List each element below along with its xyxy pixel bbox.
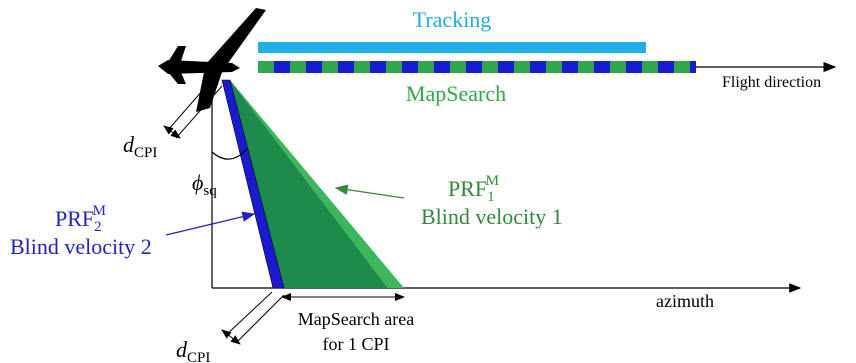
- mapsearch-bar-segment: [674, 61, 690, 73]
- mapsearch-bar-segment: [562, 61, 578, 73]
- prf2-label: PRF2M: [55, 203, 106, 235]
- mapsearch-bar-segment: [322, 61, 338, 73]
- mapsearch-bar-segment: [290, 61, 306, 73]
- mapsearch-bar-segment: [354, 61, 370, 73]
- tracking-bar: [258, 42, 646, 53]
- prf2-pointer-arrow: [165, 211, 256, 236]
- mapsearch-bar-segment: [658, 61, 674, 73]
- d-cpi-bottom-label: dCPI: [176, 337, 210, 363]
- mapsearch-bar-segment: [482, 61, 498, 73]
- mapsearch-bar-segment: [642, 61, 658, 73]
- mapsearch-bar-segment: [418, 61, 434, 73]
- d-cpi-top-dim: [163, 125, 181, 139]
- prf1-label: PRF1M: [448, 173, 499, 205]
- prf1-beam-light: [230, 80, 404, 288]
- mapsearch-area-line2: for 1 CPI: [323, 334, 390, 354]
- mapsearch-bar-segment: [274, 61, 290, 73]
- prf1-description: Blind velocity 1: [421, 204, 563, 229]
- phi-sq-label: ϕsq: [192, 170, 217, 199]
- d-cpi-bottom-ext1: [225, 291, 273, 336]
- mapsearch-label: MapSearch: [406, 81, 506, 106]
- d-cpi-top-ext2: [175, 85, 223, 139]
- mapsearch-bar-segment: [546, 61, 562, 73]
- tracking-label: Tracking: [413, 7, 492, 32]
- azimuth-label: azimuth: [656, 291, 714, 311]
- mapsearch-bar: [258, 61, 696, 73]
- d-cpi-bottom-ext2: [235, 294, 285, 344]
- mapsearch-area-line1: MapSearch area: [298, 309, 414, 329]
- mapsearch-bar-segment: [530, 61, 546, 73]
- mapsearch-bar-segment: [402, 61, 418, 73]
- mapsearch-bar-segment: [610, 61, 626, 73]
- flight-direction-label: Flight direction: [722, 74, 821, 91]
- squint-angle-arc: [211, 147, 249, 160]
- mapsearch-bar-segment: [594, 61, 610, 73]
- prf2-beam: [221, 79, 285, 289]
- mapsearch-bar-segment: [466, 61, 482, 73]
- mapsearch-bar-segment: [626, 61, 642, 73]
- prf2-description: Blind velocity 2: [10, 234, 152, 259]
- mapsearch-bar-segment: [498, 61, 514, 73]
- mapsearch-bar-segment: [338, 61, 354, 73]
- mapsearch-bar-segment: [578, 61, 594, 73]
- d-cpi-top-label: dCPI: [123, 132, 157, 161]
- d-cpi-bottom-dim: [221, 329, 241, 345]
- aircraft-icon: [158, 8, 266, 112]
- mapsearch-bar-segment: [306, 61, 322, 73]
- mapsearch-bar-segment: [386, 61, 402, 73]
- mapsearch-bar-segment: [690, 61, 696, 73]
- mapsearch-bar-segment: [434, 61, 450, 73]
- mapsearch-bar-segment: [450, 61, 466, 73]
- mapsearch-bar-segment: [258, 61, 274, 73]
- prf1-pointer-arrow: [334, 184, 405, 199]
- mapsearch-bar-segment: [370, 61, 386, 73]
- mapsearch-bar-segment: [514, 61, 530, 73]
